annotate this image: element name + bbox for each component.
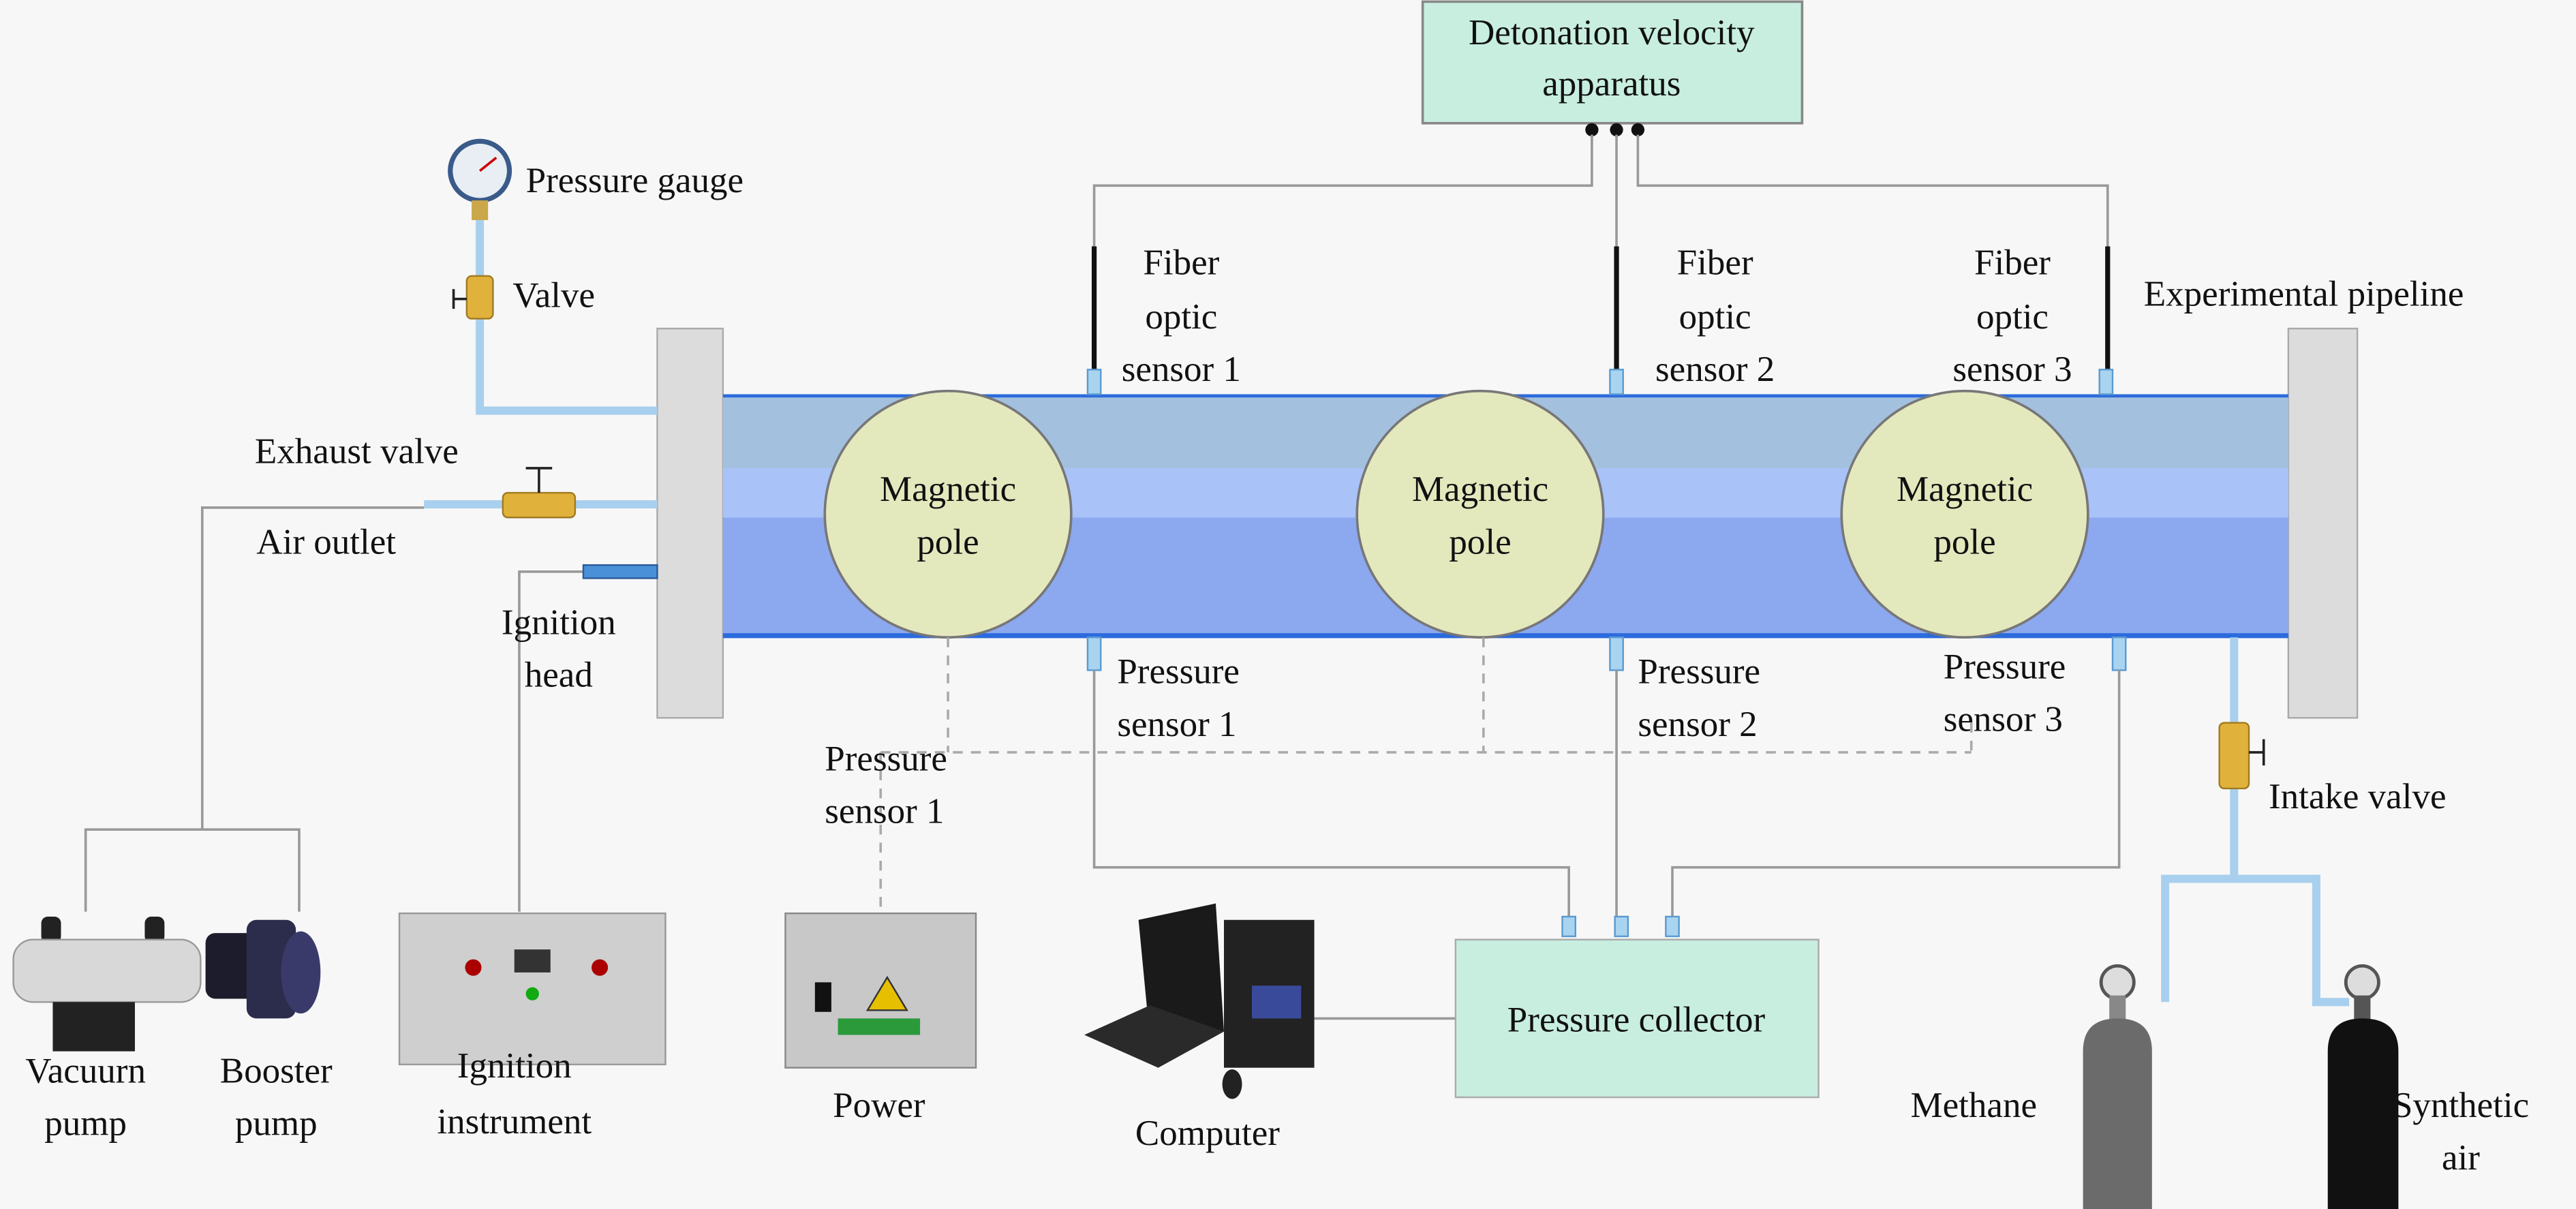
svg-text:Booster: Booster [220, 1051, 333, 1090]
svg-text:pole: pole [1933, 522, 1995, 562]
air-outlet-label: Air outlet [256, 522, 396, 562]
synthetic-air-cylinder: Synthetic air [2327, 964, 2529, 1209]
exhaust-valve-label: Exhaust valve [255, 432, 459, 472]
svg-text:pump: pump [235, 1104, 318, 1144]
svg-text:optic: optic [1145, 297, 1217, 337]
valve-label: Valve [512, 276, 595, 316]
computer-label: Computer [1135, 1114, 1280, 1153]
svg-text:Vacuurn: Vacuurn [25, 1051, 146, 1090]
svg-text:optic: optic [1976, 297, 2049, 337]
svg-text:Fiber: Fiber [1974, 243, 2051, 283]
methane-label: Methane [1911, 1086, 2037, 1125]
svg-text:optic: optic [1679, 297, 1751, 337]
pump-lines [84, 506, 583, 912]
power-supply: Power [784, 912, 977, 1125]
pressure-collector: Pressure collector [1454, 915, 1820, 1099]
experimental-pipeline-label: Experimental pipeline [2144, 274, 2464, 313]
pressure-sensor-tabs [1086, 637, 2127, 671]
synthetic-air-label-2: air [2442, 1138, 2480, 1178]
methane-cylinder: Methane [1911, 964, 2152, 1209]
svg-text:pole: pole [1449, 522, 1511, 562]
pressure-collector-label: Pressure collector [1507, 1000, 1766, 1040]
svg-text:sensor 1: sensor 1 [1117, 705, 1236, 744]
svg-text:Fiber: Fiber [1677, 243, 1753, 283]
pressure-sensor-3-label: Pressure sensor 3 [1944, 647, 2066, 739]
intake-valve-label: Intake valve [2269, 777, 2447, 816]
pressure-wires [1092, 670, 2121, 1020]
svg-text:pump: pump [44, 1104, 127, 1144]
svg-text:Pressure: Pressure [1638, 652, 1760, 692]
svg-text:head: head [525, 656, 593, 695]
fiber-optic-sensor-2-label: Fiber optic sensor 2 [1655, 243, 1775, 390]
svg-text:instrument: instrument [437, 1102, 592, 1142]
fiber-optic-probes [1091, 246, 2111, 370]
fiber-optic-sensor-3-label: Fiber optic sensor 3 [1952, 243, 2072, 390]
apparatus-label-2: apparatus [1542, 64, 1681, 104]
fiber-wires [1092, 134, 2109, 247]
fiber-optic-sensor-1-label: Fiber optic sensor 1 [1122, 243, 1241, 390]
right-flange [2287, 327, 2359, 719]
valve: Valve [452, 275, 595, 320]
svg-text:Pressure: Pressure [1944, 647, 2066, 686]
pressure-sensor-2-label: Pressure sensor 2 [1638, 652, 1760, 744]
magnetic-pole-2: Magnetic pole [1355, 389, 1605, 639]
svg-text:Magnetic: Magnetic [1412, 470, 1548, 509]
svg-text:Fiber: Fiber [1143, 243, 1219, 283]
apparatus-label-1: Detonation velocity [1469, 13, 1755, 52]
detonation-velocity-apparatus: Detonation velocity apparatus [1421, 0, 1804, 137]
svg-text:pole: pole [917, 522, 979, 562]
fiber-sensor-tabs [1086, 369, 2114, 395]
pressure-gauge: Pressure gauge [448, 138, 743, 415]
synthetic-air-label-1: Synthetic [2393, 1086, 2529, 1125]
svg-text:sensor 1: sensor 1 [825, 792, 944, 831]
svg-text:sensor 2: sensor 2 [1638, 705, 1757, 744]
exhaust-valve: Exhaust valve Air outlet [255, 432, 658, 562]
vacuum-pump: Vacuurn pump [12, 916, 202, 1144]
magnetic-pole-3: Magnetic pole [1840, 389, 2089, 639]
svg-text:sensor 1: sensor 1 [1122, 350, 1241, 389]
svg-text:Pressure: Pressure [825, 739, 947, 778]
ignition-instrument: Ignition instrument [398, 912, 666, 1142]
svg-text:sensor 2: sensor 2 [1655, 350, 1775, 389]
svg-text:Magnetic: Magnetic [880, 470, 1016, 509]
svg-text:sensor 3: sensor 3 [1944, 700, 2063, 739]
pressure-sensor-lower-label: Pressure sensor 1 [825, 739, 947, 831]
left-flange [656, 327, 724, 719]
svg-text:Magnetic: Magnetic [1897, 470, 2033, 509]
ignition-head: Ignition head [502, 564, 658, 695]
computer: Computer [1084, 903, 1315, 1153]
svg-text:sensor 3: sensor 3 [1952, 350, 2072, 389]
svg-text:Ignition: Ignition [502, 602, 616, 642]
booster-pump: Booster pump [205, 919, 333, 1144]
pressure-gauge-label: Pressure gauge [526, 161, 743, 200]
svg-text:Ignition: Ignition [457, 1046, 572, 1086]
power-label: Power [833, 1086, 925, 1125]
magnetic-pole-1: Magnetic pole [823, 389, 1073, 639]
svg-text:Pressure: Pressure [1117, 652, 1240, 692]
power-wires [879, 637, 1973, 907]
intake-valve: Intake valve [2161, 637, 2447, 1007]
pressure-sensor-1-label: Pressure sensor 1 [1117, 652, 1240, 744]
